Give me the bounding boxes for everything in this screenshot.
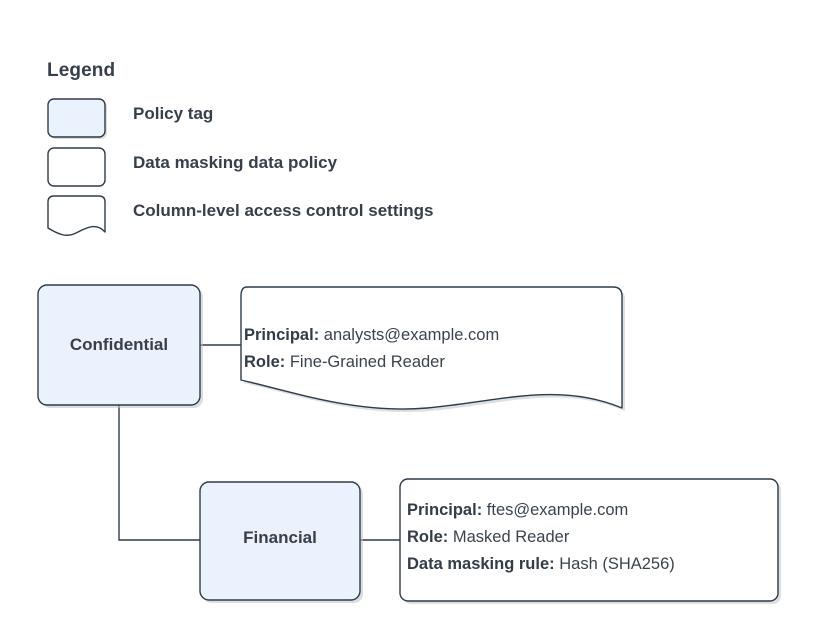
panel-line-key: Role: (244, 353, 286, 371)
node-label-confidential: Confidential (69, 335, 169, 354)
legend-swatch-policy-tag (47, 98, 107, 139)
node-financial[interactable] (199, 481, 363, 603)
legend-item-label-column-access-settings: Column-level access control settings (133, 201, 434, 220)
panel-line-key: Data masking rule: (407, 555, 555, 573)
panel-line: Principal: analysts@example.com (244, 322, 499, 349)
node-label-financial: Financial (243, 528, 317, 547)
panel-line-value: Fine-Grained Reader (289, 353, 445, 371)
node-confidential[interactable] (37, 284, 203, 408)
panel-line-key: Principal: (407, 501, 483, 519)
legend-swatch-column-access-settings (47, 195, 106, 236)
legend-title: Legend (47, 60, 116, 81)
connector-confidential-to-financial (118, 405, 200, 541)
panel-line-key: Principal: (244, 326, 320, 344)
panel-line: Role: Fine-Grained Reader (244, 349, 499, 376)
panel-line-value: ftes@example.com (486, 501, 629, 519)
legend-item-label-policy-tag: Policy tag (133, 104, 214, 123)
panel-text-financial-masking-policy: Principal: ftes@example.com Role: Masked… (407, 497, 675, 578)
panel-confidential-access-settings[interactable] (240, 286, 625, 413)
panel-line-key: Role: (407, 528, 449, 546)
panel-line: Data masking rule: Hash (SHA256) (407, 551, 675, 578)
legend-swatch-data-masking-policy (47, 147, 106, 187)
panel-line: Role: Masked Reader (407, 524, 675, 551)
panel-financial-masking-policy[interactable] (399, 478, 781, 604)
panel-text-confidential-access-settings: Principal: analysts@example.com Role: Fi… (244, 322, 499, 376)
panel-line-value: Masked Reader (452, 528, 570, 546)
panel-line-value: Hash (SHA256) (559, 555, 675, 573)
panel-line: Principal: ftes@example.com (407, 497, 675, 524)
legend-item-label-data-masking-policy: Data masking data policy (133, 153, 338, 172)
panel-line-value: analysts@example.com (323, 326, 500, 344)
